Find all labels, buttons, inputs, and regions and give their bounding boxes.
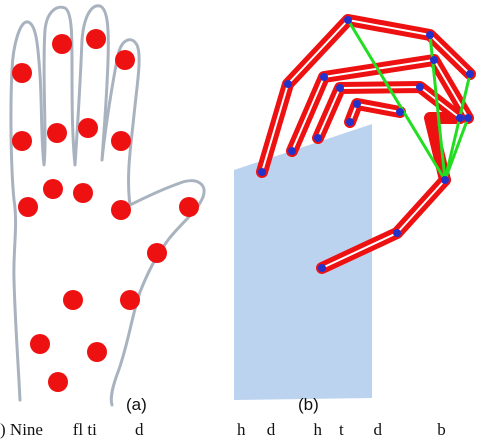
joint-dot — [426, 31, 434, 39]
joints — [258, 16, 474, 272]
marker-dot — [78, 118, 98, 138]
panel-b-grasp — [234, 14, 476, 400]
marker-dot — [120, 290, 140, 310]
joint-dot — [466, 70, 474, 78]
joint-dot — [320, 73, 328, 81]
joint-dot — [258, 168, 266, 176]
panel-b-label: (b) — [298, 395, 319, 414]
joint-dot — [416, 83, 424, 91]
joint-dot — [314, 134, 322, 142]
grasped-box — [234, 124, 372, 400]
marker-dot — [111, 200, 131, 220]
bone-palm — [424, 112, 466, 186]
bone-core-ring — [317, 86, 461, 139]
link-line — [443, 72, 472, 182]
joint-dot — [441, 176, 449, 184]
marker-dot — [48, 372, 68, 392]
link-line — [443, 116, 470, 182]
link-line — [346, 18, 447, 182]
marker-dot — [30, 334, 50, 354]
joint-dot — [344, 16, 352, 24]
marker-dot — [73, 183, 93, 203]
panel-a-label: (a) — [126, 395, 147, 414]
joint-dot — [393, 229, 401, 237]
joint-dot — [464, 114, 472, 122]
marker-dot — [12, 131, 32, 151]
joint-dot — [456, 114, 464, 122]
marker-dot — [52, 34, 72, 54]
marker-dot — [18, 197, 38, 217]
joint-dot — [346, 118, 354, 126]
marker-dot — [87, 342, 107, 362]
marker-dot — [147, 243, 167, 263]
joint-dot — [284, 80, 292, 88]
joint-dot — [353, 100, 361, 108]
hand-outline — [9, 4, 206, 407]
panel-a-hand — [9, 4, 206, 407]
marker-dots — [12, 29, 199, 392]
joint-dot — [336, 84, 344, 92]
marker-dot — [47, 123, 67, 143]
marker-dot — [179, 197, 199, 217]
figure-caption: ) Nine fl ti d h d h t d b — [0, 420, 446, 439]
marker-dot — [63, 290, 83, 310]
marker-dot — [111, 131, 131, 151]
marker-dot — [115, 50, 135, 70]
marker-dot — [12, 63, 32, 83]
joint-dot — [288, 147, 296, 155]
marker-dot — [43, 179, 63, 199]
joint-dot — [318, 264, 326, 272]
joint-dot — [396, 108, 404, 116]
marker-dot — [86, 29, 106, 49]
joint-dot — [430, 56, 438, 64]
